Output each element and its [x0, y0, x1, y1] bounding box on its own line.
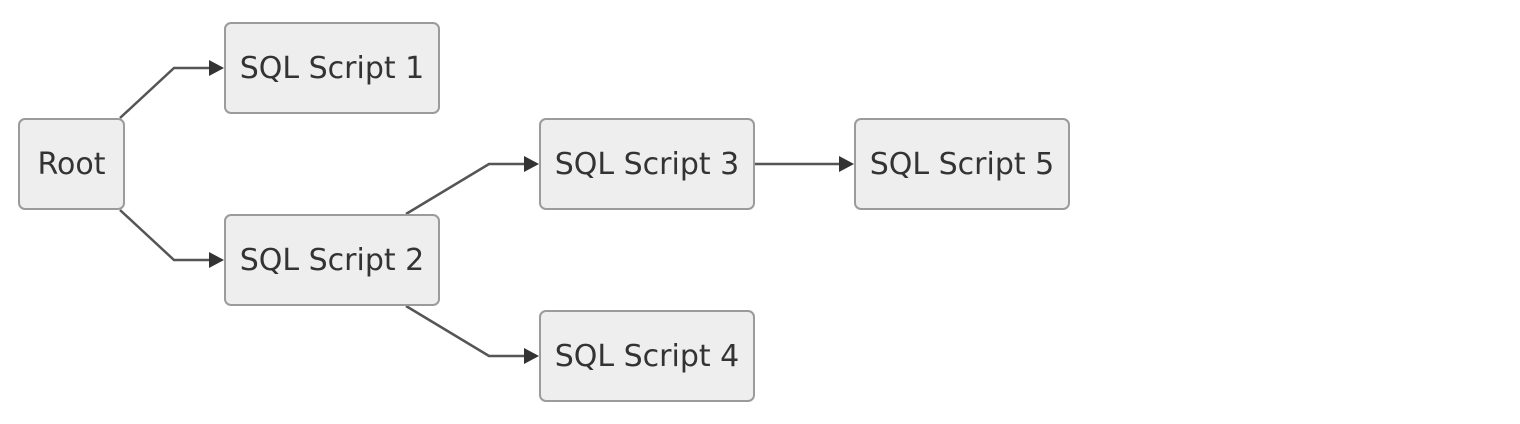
edge-root-to-script2 [119, 209, 210, 262]
arrowhead-script2 [209, 252, 224, 268]
edge-script2-to-script4 [405, 304, 525, 358]
node-sql-script-1[interactable]: SQL Script 1 [224, 22, 440, 114]
arrowhead-script3 [524, 156, 539, 172]
node-sql-script-2-label: SQL Script 2 [239, 242, 425, 278]
node-root-label: Root [37, 146, 106, 182]
node-sql-script-2[interactable]: SQL Script 2 [224, 214, 440, 306]
node-root[interactable]: Root [18, 118, 125, 210]
arrowhead-script4 [524, 348, 539, 364]
node-sql-script-4[interactable]: SQL Script 4 [539, 310, 755, 402]
arrowhead-script5 [839, 156, 854, 172]
node-sql-script-3[interactable]: SQL Script 3 [539, 118, 755, 210]
node-sql-script-4-label: SQL Script 4 [554, 338, 740, 374]
node-sql-script-5[interactable]: SQL Script 5 [854, 118, 1070, 210]
node-sql-script-5-label: SQL Script 5 [869, 146, 1055, 182]
edge-root-to-script1 [119, 66, 210, 119]
edge-script2-to-script3 [405, 162, 525, 216]
node-sql-script-3-label: SQL Script 3 [554, 146, 740, 182]
arrowhead-script1 [209, 60, 224, 76]
node-sql-script-1-label: SQL Script 1 [239, 50, 425, 86]
